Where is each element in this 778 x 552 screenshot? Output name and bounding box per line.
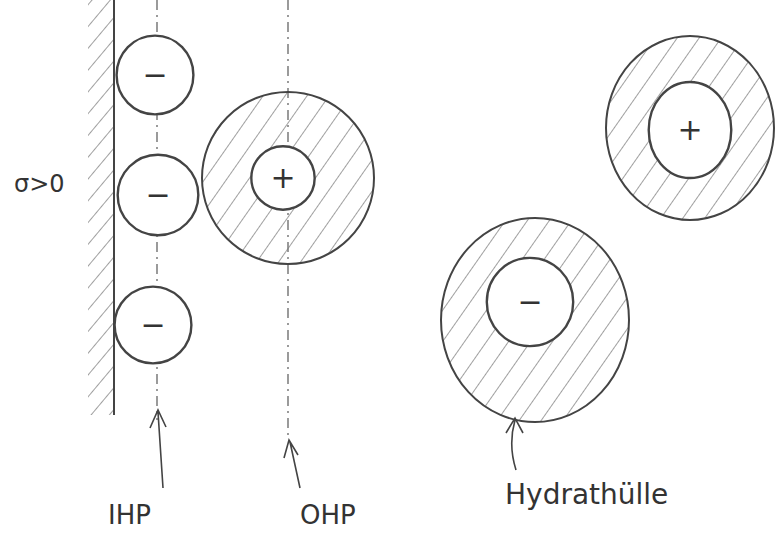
anion-circle: − (485, 256, 575, 348)
charge-sign: + (677, 115, 702, 145)
leader-arrow (284, 440, 300, 488)
electrode-surface (113, 0, 115, 415)
plane-label: OHP (300, 500, 356, 530)
hydration-shell (202, 92, 374, 264)
charge-sign: − (142, 60, 167, 90)
anion-circle: − (115, 34, 195, 116)
leader-arrow (150, 410, 166, 488)
anion-circle: − (116, 153, 200, 237)
charge-sign: − (517, 287, 542, 317)
electrode-hatch (88, 0, 113, 415)
shell-label: Hydrathülle (505, 478, 668, 511)
anion-circle: − (113, 285, 193, 365)
hydration-shell (441, 218, 629, 422)
hydration-shell (606, 36, 774, 220)
charge-sign: + (270, 163, 295, 193)
charge-sign: − (140, 310, 165, 340)
cation-circle: + (647, 80, 733, 180)
cation-circle: + (250, 145, 316, 211)
charge-sign: − (145, 180, 170, 210)
plane-label: IHP (108, 500, 151, 530)
charge-density-label: σ>0 (14, 170, 65, 198)
leader-arrow (506, 418, 523, 470)
